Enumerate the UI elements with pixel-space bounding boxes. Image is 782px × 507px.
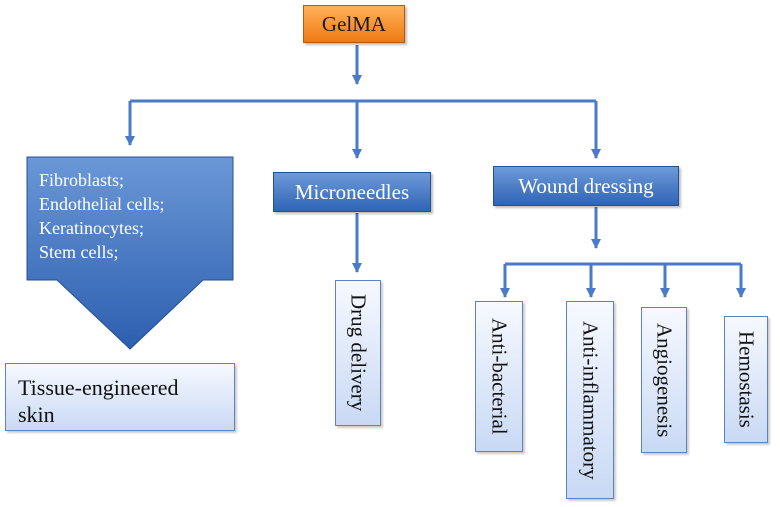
anti-inflammatory-node: Anti-inflammatory xyxy=(566,301,614,499)
root-label: GelMA xyxy=(321,11,387,36)
drug-delivery-label: Drug delivery xyxy=(346,294,371,412)
root-node-gelma: GelMA xyxy=(303,5,405,43)
anti-bacterial-node: Anti-bacterial xyxy=(475,301,523,452)
hemostasis-label: Hemostasis xyxy=(734,331,759,428)
cells-item-stem-cells: Stem cells; xyxy=(39,242,119,262)
anti-inflammatory-label: Anti-inflammatory xyxy=(578,320,603,480)
angiogenesis-node: Angiogenesis xyxy=(641,307,687,453)
wound-dressing-label: Wound dressing xyxy=(518,173,654,198)
cells-item-fibroblasts: Fibroblasts; xyxy=(39,170,125,190)
anti-bacterial-label: Anti-bacterial xyxy=(487,318,512,435)
microneedles-label: Microneedles xyxy=(294,179,410,204)
angiogenesis-label: Angiogenesis xyxy=(652,322,677,438)
hemostasis-node: Hemostasis xyxy=(724,316,768,443)
tissue-skin-line-2: skin xyxy=(18,402,55,427)
wound-dressing-node: Wound dressing xyxy=(493,166,679,206)
microneedles-node: Microneedles xyxy=(273,172,431,212)
cells-item-endothelial: Endothelial cells; xyxy=(39,194,165,214)
tissue-skin-line-1: Tissue-engineered xyxy=(18,375,179,400)
drug-delivery-node: Drug delivery xyxy=(335,280,381,426)
cells-list: Fibroblasts; Endothelial cells; Keratino… xyxy=(39,168,164,264)
cells-item-keratinocytes: Keratinocytes; xyxy=(39,218,144,238)
tissue-engineered-skin-node: Tissue-engineered skin xyxy=(5,363,235,431)
